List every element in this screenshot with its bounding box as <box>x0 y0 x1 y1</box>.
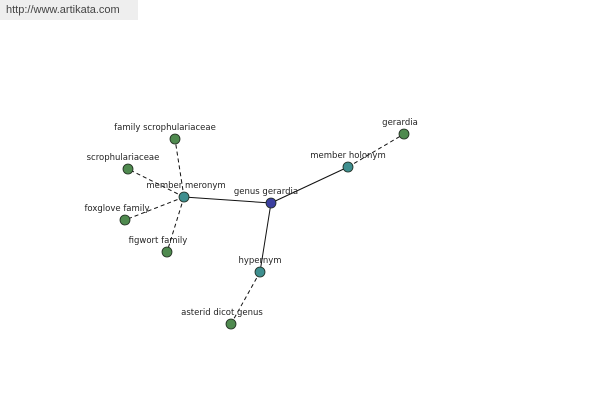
edges-layer <box>124 133 405 325</box>
node-label-genus-gerardia[interactable]: genus gerardia <box>234 187 298 197</box>
edge-member-meronym-to-foxglove-family <box>124 196 185 221</box>
edge-hypernym-to-asterid-dicot-genus <box>230 271 261 325</box>
node-hypernym[interactable] <box>254 266 266 278</box>
node-label-foxglove-family[interactable]: foxglove family <box>84 204 149 214</box>
node-label-family-scrophulariaceae[interactable]: family scrophulariaceae <box>114 123 216 133</box>
node-scrophulariaceae[interactable] <box>122 163 134 175</box>
node-figwort-family[interactable] <box>161 246 173 258</box>
node-label-scrophulariaceae[interactable]: scrophulariaceae <box>87 153 160 163</box>
node-label-hypernym[interactable]: hypernym <box>238 256 281 266</box>
edge-genus-gerardia-to-hypernym <box>259 202 272 273</box>
node-foxglove-family[interactable] <box>119 214 131 226</box>
source-url-text[interactable]: http://www.artikata.com <box>6 4 120 16</box>
edge-member-meronym-to-scrophulariaceae <box>127 168 185 198</box>
edge-member-meronym-to-figwort-family <box>166 196 185 253</box>
node-label-figwort-family[interactable]: figwort family <box>129 236 188 246</box>
source-url-banner[interactable]: http://www.artikata.com <box>0 0 138 20</box>
nodes-layer <box>119 128 410 330</box>
node-member-meronym[interactable] <box>178 191 190 203</box>
labels-layer: genus gerardia member holonym gerardia memb… <box>84 118 417 318</box>
node-label-member-meronym[interactable]: member meronym <box>146 181 225 191</box>
node-family-scrophulariaceae[interactable] <box>169 133 181 145</box>
edge-genus-gerardia-to-member-meronym <box>183 196 272 204</box>
node-member-holonym[interactable] <box>342 161 354 173</box>
edge-member-holonym-to-gerardia <box>347 133 405 168</box>
node-asterid-dicot-genus[interactable] <box>225 318 237 330</box>
edge-genus-gerardia-to-member-holonym <box>270 166 349 204</box>
node-label-gerardia[interactable]: gerardia <box>382 118 418 128</box>
node-label-asterid-dicot-genus[interactable]: asterid dicot genus <box>181 308 263 318</box>
edge-member-meronym-to-family-scrophulariaceae <box>174 138 185 198</box>
node-label-member-holonym[interactable]: member holonym <box>310 151 385 161</box>
node-genus-gerardia[interactable] <box>265 197 277 209</box>
node-gerardia[interactable] <box>398 128 410 140</box>
